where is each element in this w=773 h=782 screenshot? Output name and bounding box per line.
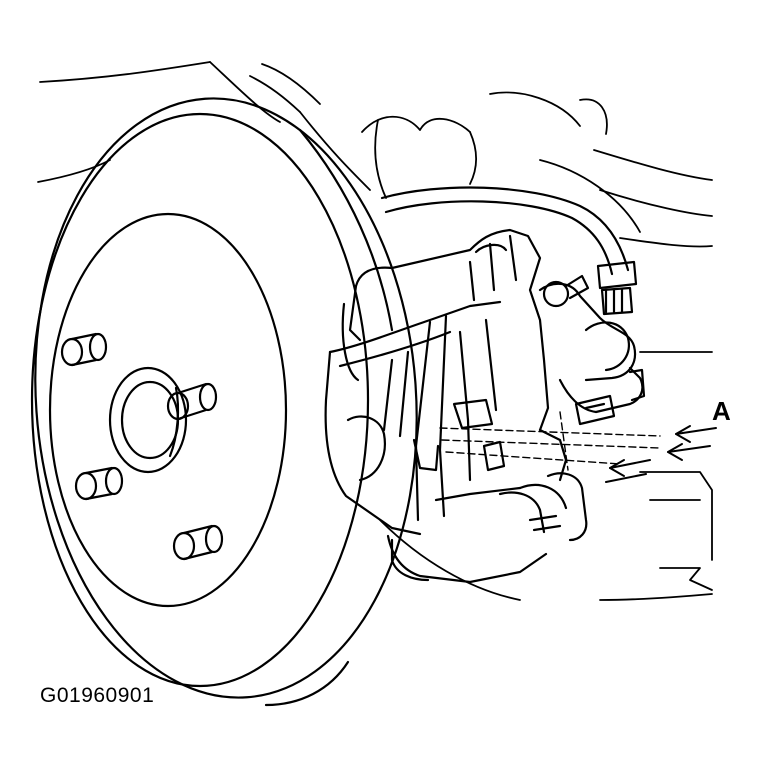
- brake-caliper: [324, 228, 550, 536]
- wheel-stud: [60, 332, 108, 367]
- wheel-stud: [74, 466, 124, 501]
- projection-lines: [439, 411, 661, 471]
- brake-disc: [30, 97, 418, 707]
- wheel-studs: [60, 332, 224, 561]
- wheel-stud: [172, 524, 224, 561]
- callout-label-a: A: [712, 396, 731, 426]
- wheel-hub: [108, 366, 188, 474]
- figure-code: G01960901: [40, 684, 155, 707]
- brake-hose: [380, 186, 638, 316]
- caliper-lower-section: [386, 428, 588, 584]
- caliper-bracket: [538, 274, 646, 426]
- wheel-stud: [166, 382, 218, 421]
- direction-arrows: [605, 425, 717, 483]
- background-contours: [37, 61, 713, 601]
